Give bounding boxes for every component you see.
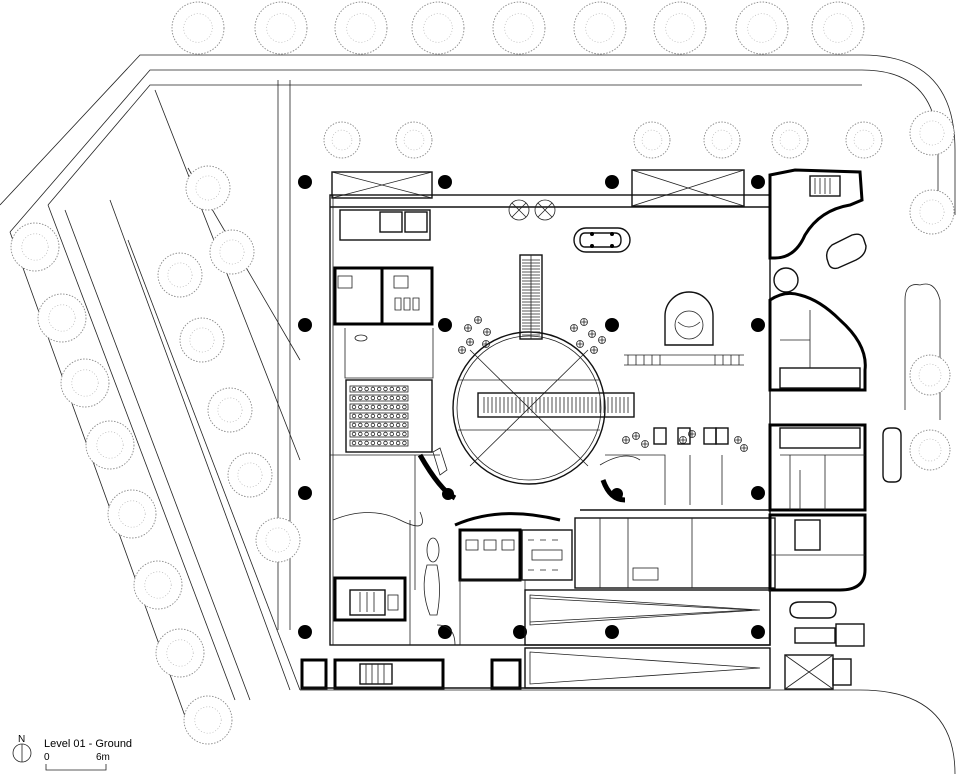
structural-columns [298, 175, 765, 639]
column [298, 486, 312, 500]
column [751, 318, 765, 332]
seat-row [349, 394, 409, 402]
column [751, 175, 765, 189]
lounge-chair [740, 444, 748, 452]
tree [183, 695, 233, 745]
right-wing [768, 168, 867, 592]
tree [155, 628, 205, 678]
left-wing-rooms [330, 209, 440, 456]
lounge-chair [482, 340, 490, 348]
tree [492, 1, 546, 55]
tree [107, 489, 157, 539]
lounge-chair [632, 432, 640, 440]
tree [60, 358, 110, 408]
tree [411, 1, 465, 55]
lounge-chair [622, 436, 630, 444]
tree [771, 121, 809, 159]
north-label: N [18, 734, 25, 745]
lounge-furniture [458, 316, 748, 452]
column [605, 625, 619, 639]
scale-start-label: 0 [44, 752, 50, 763]
tree [85, 420, 135, 470]
tree [207, 387, 253, 433]
tree [573, 1, 627, 55]
tree [10, 222, 60, 272]
seat-row [349, 430, 409, 438]
lounge-chair [598, 336, 606, 344]
column [751, 486, 765, 500]
lounge-chair [734, 436, 742, 444]
lounge-chair [466, 338, 474, 346]
lounge-chair [576, 340, 584, 348]
legend: N Level 01 - Ground 0 6m [12, 734, 132, 771]
plan-title: Level 01 - Ground [44, 738, 132, 750]
tree [254, 1, 308, 55]
vehicles [784, 233, 902, 690]
info-desks [653, 427, 729, 445]
trees [10, 1, 955, 745]
column [298, 175, 312, 189]
column [438, 175, 452, 189]
lounge-chair [588, 330, 596, 338]
center-lower-rooms [454, 454, 776, 646]
tree [909, 189, 955, 235]
scale-end-label: 6m [96, 752, 110, 763]
tree [171, 1, 225, 55]
column [298, 318, 312, 332]
tree [179, 317, 225, 363]
lower-left-rooms [332, 455, 456, 646]
tree [255, 517, 301, 563]
canopies [331, 169, 745, 221]
seat-row [349, 403, 409, 411]
tree [185, 165, 231, 211]
tree [209, 229, 255, 275]
tree [703, 121, 741, 159]
tree [735, 1, 789, 55]
tree [909, 110, 955, 156]
tree [37, 293, 87, 343]
tree [653, 1, 707, 55]
scale-bar [45, 764, 107, 771]
column [605, 318, 619, 332]
tree [334, 1, 388, 55]
seat-row [349, 385, 409, 393]
column [751, 625, 765, 639]
lounge-chair [458, 346, 466, 354]
tree [811, 1, 865, 55]
tree [157, 252, 203, 298]
column [438, 625, 452, 639]
atrium [452, 254, 744, 485]
auditorium-seating [349, 385, 409, 447]
seat-row [349, 412, 409, 420]
seat-row [349, 439, 409, 447]
column [438, 318, 452, 332]
tree [133, 560, 183, 610]
tree [909, 354, 951, 396]
reception-lounge [664, 291, 714, 346]
lounge-chair [483, 328, 491, 336]
tree [633, 121, 671, 159]
column [298, 625, 312, 639]
seat-row [349, 421, 409, 429]
lounge-chair [464, 324, 472, 332]
tree [395, 121, 433, 159]
tree [909, 429, 951, 471]
display-car [573, 227, 631, 253]
lounge-chair [570, 324, 578, 332]
bottom-service-strip [300, 589, 771, 690]
tree [227, 452, 273, 498]
tree [845, 121, 883, 159]
lounge-chair [474, 316, 482, 324]
lounge-chair [580, 318, 588, 326]
column [605, 175, 619, 189]
column [513, 625, 527, 639]
lounge-chair [641, 440, 649, 448]
stair-core-left [417, 447, 457, 501]
lounge-chair [590, 346, 598, 354]
lounge-chair [688, 430, 696, 438]
tree [323, 121, 361, 159]
